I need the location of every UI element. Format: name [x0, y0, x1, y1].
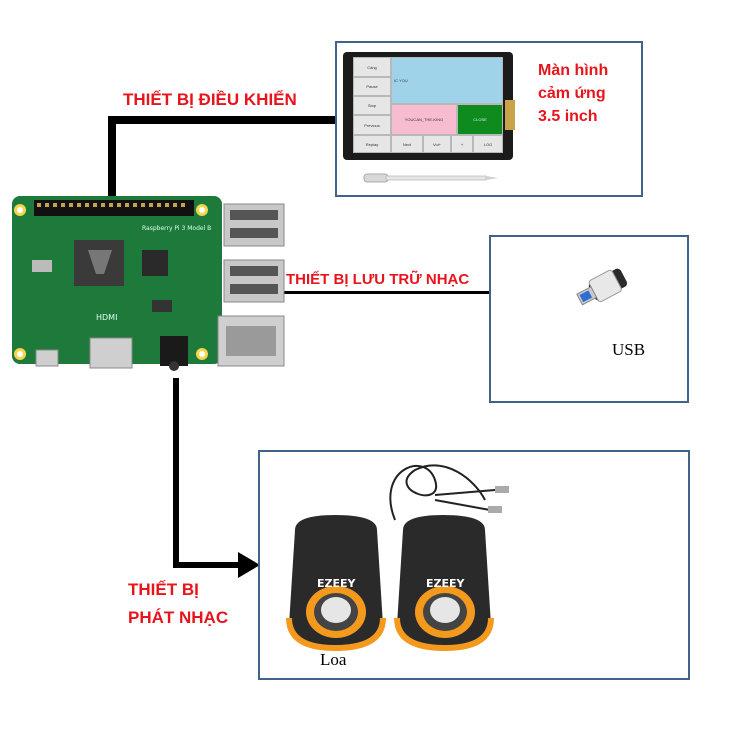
- svg-text:Raspberry Pi 3 Model B: Raspberry Pi 3 Model B: [142, 225, 211, 232]
- touchscreen-connector: [505, 100, 515, 130]
- stylus-icon: [363, 173, 498, 183]
- usb-label: USB: [612, 340, 646, 359]
- control-line-horizontal: [108, 116, 336, 124]
- usb-flash-drive-icon: [576, 268, 628, 306]
- ts-bottom-button-3: +: [451, 135, 473, 153]
- storage-line: [284, 291, 490, 294]
- speaker-pair: EZEEY EZEEY: [286, 464, 509, 652]
- ts-track-panel: YOUCAN_THE-KING: [391, 104, 457, 135]
- control-line-vertical: [108, 116, 116, 196]
- storage-device-label: THIẾT BỊ LƯU TRỮ NHẠC: [286, 271, 470, 288]
- ts-side-button-5: Replay: [353, 135, 391, 153]
- ts-side-button-1: Cảng: [353, 57, 391, 77]
- playback-label-line2: PHÁT NHẠC: [128, 608, 229, 627]
- ts-green-button: CLOSE: [457, 104, 503, 135]
- ts-bottom-button-1: Next: [391, 135, 423, 153]
- touchscreen-label-line2: cảm ứng: [538, 85, 606, 102]
- speaker-left-brand: EZEEY: [317, 577, 357, 590]
- control-device-label: THIẾT BỊ ĐIỀU KHIỂN: [123, 90, 297, 109]
- ts-side-button-4: Previous: [353, 115, 391, 135]
- touchscreen-label-line1: Màn hình: [538, 62, 609, 79]
- speaker-right-brand: EZEEY: [426, 577, 466, 590]
- playback-label-line1: THIẾT BỊ: [128, 580, 199, 599]
- raspberry-pi-board: Raspberry Pi 3 Model B HDMI: [12, 196, 285, 371]
- ts-bottom-button-2: Vol+: [423, 135, 451, 153]
- ts-title-panel: IC YOU: [391, 57, 503, 104]
- playback-line-horizontal: [173, 562, 243, 568]
- svg-text:HDMI: HDMI: [96, 313, 117, 322]
- playback-line-vertical: [173, 378, 179, 568]
- ts-bottom-button-4: LOG: [473, 135, 503, 153]
- ts-side-button-3: Stop: [353, 96, 391, 115]
- ts-side-button-2: Pause: [353, 77, 391, 96]
- touchscreen-label-line3: 3.5 inch: [538, 108, 598, 125]
- playback-arrow-head: [238, 552, 260, 578]
- storage-box: [489, 235, 689, 403]
- speaker-label: Loa: [320, 650, 347, 669]
